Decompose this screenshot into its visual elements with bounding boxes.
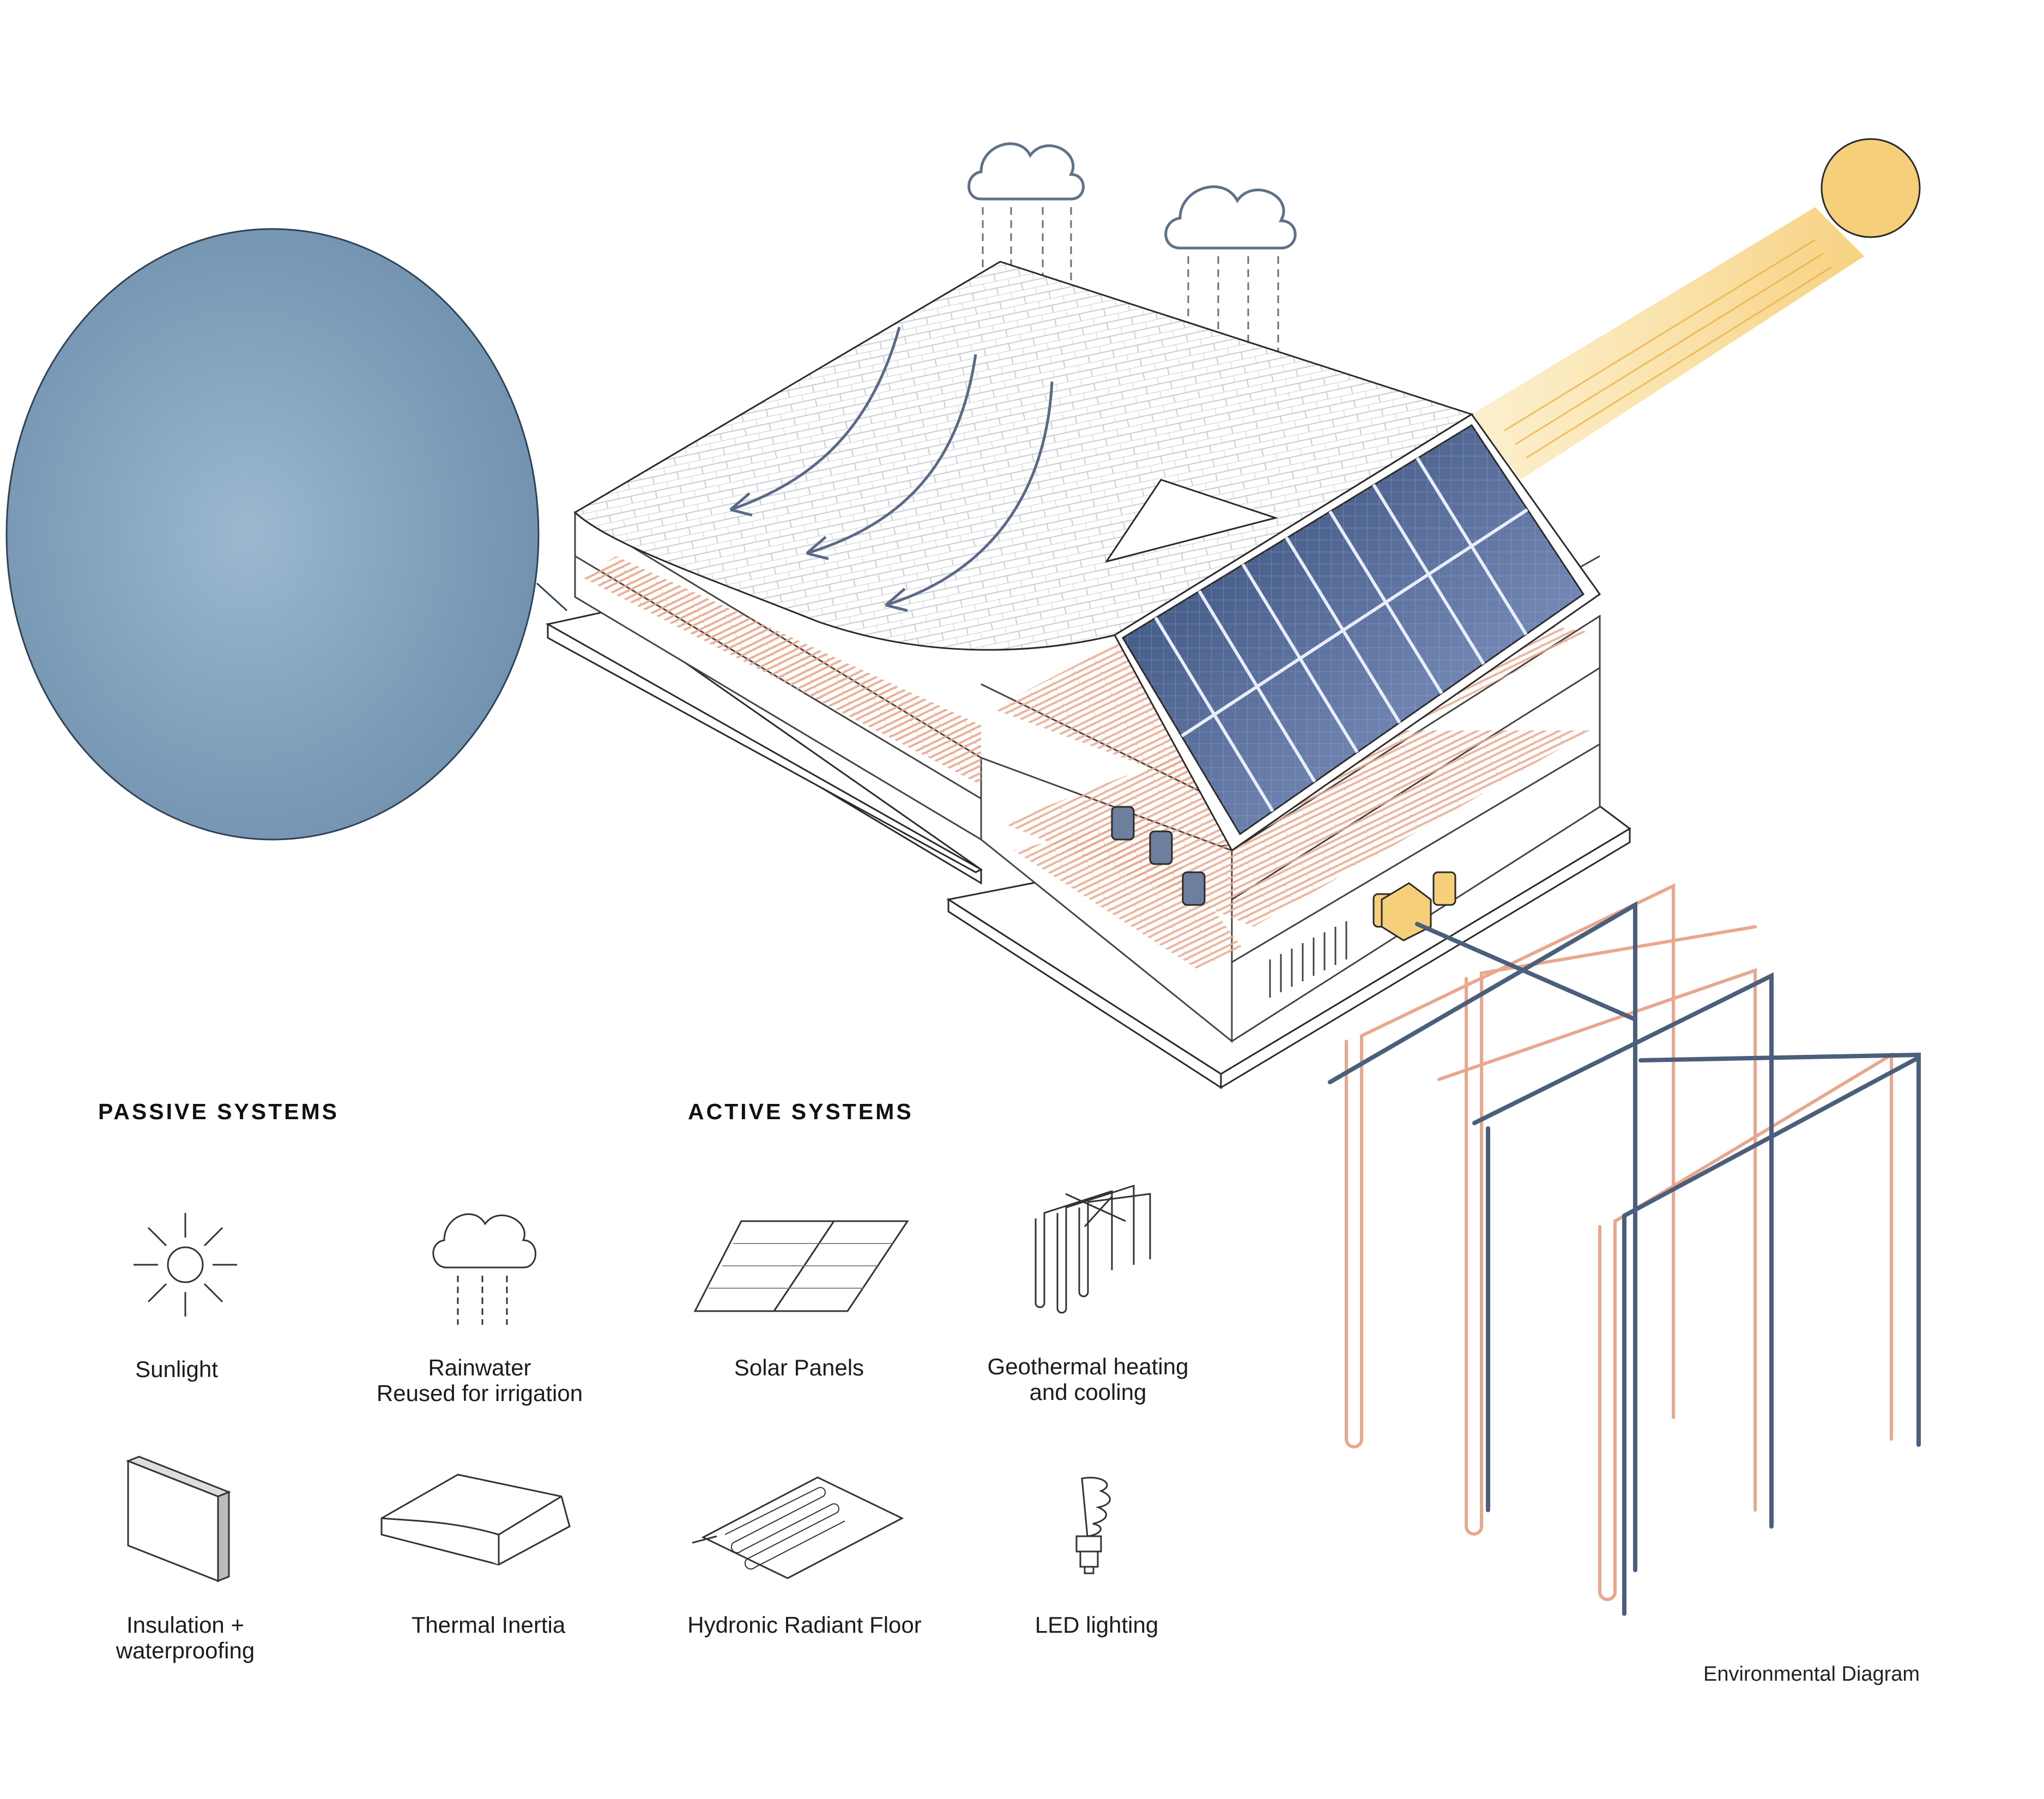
insulation-panel-icon — [128, 1457, 229, 1581]
label-geothermal: Geothermal heating and cooling — [946, 1354, 1230, 1405]
passive-systems-heading: PASSIVE SYSTEMS — [98, 1099, 339, 1125]
diagram-caption: Environmental Diagram — [1703, 1663, 1920, 1686]
radiant-floor-icon — [692, 1477, 902, 1578]
label-insulation: Insulation + waterproofing — [44, 1612, 327, 1663]
label-solar-panels: Solar Panels — [657, 1355, 941, 1380]
label-led-lighting: LED lighting — [955, 1612, 1238, 1638]
sun-beam — [1472, 207, 1864, 480]
geothermal-loops-icon — [1036, 1186, 1150, 1313]
label-rainwater: Rainwater Reused for irrigation — [338, 1355, 621, 1406]
geothermal-loops — [1330, 886, 1919, 1614]
label-radiant-floor: Hydronic Radiant Floor — [663, 1612, 946, 1638]
led-bulb-icon — [1077, 1478, 1110, 1573]
label-thermal-inertia: Thermal Inertia — [347, 1612, 630, 1638]
label-sunlight: Sunlight — [35, 1356, 318, 1382]
sun-icon — [134, 1213, 237, 1317]
thermal-mass-icon — [382, 1475, 570, 1565]
cloud-2 — [1166, 187, 1296, 248]
sun — [1822, 139, 1920, 237]
pond — [7, 229, 567, 840]
rain-cloud-icon — [433, 1214, 536, 1325]
solar-panels-icon — [695, 1221, 908, 1311]
active-systems-heading: ACTIVE SYSTEMS — [688, 1099, 914, 1125]
cloud-1 — [969, 144, 1084, 199]
